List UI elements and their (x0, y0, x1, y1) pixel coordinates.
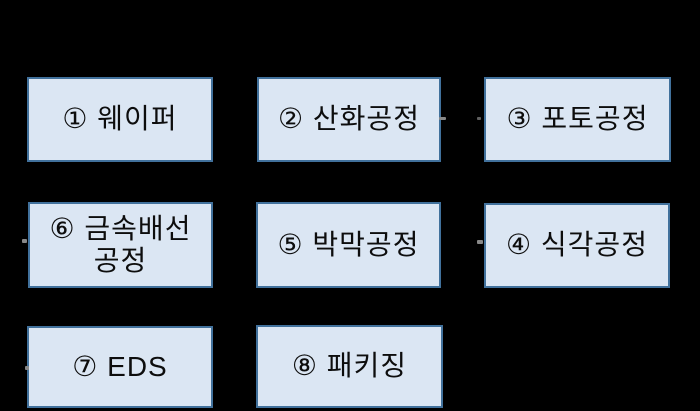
process-box-metal-wiring-label-line2: 공정 (93, 245, 148, 276)
process-box-etching-label: ④ 식각공정 (506, 229, 648, 261)
process-box-thin-film-label: ⑤ 박막공정 (277, 228, 420, 260)
process-box-wafer: ① 웨이퍼 (27, 77, 213, 162)
process-box-eds: ⑦ EDS (27, 326, 213, 408)
process-box-oxidation: ② 산화공정 (257, 77, 441, 162)
process-box-packaging-label: ⑧ 패키징 (291, 350, 408, 382)
process-box-eds-label: ⑦ EDS (72, 350, 168, 382)
connector-dash-metal-wiring-left (22, 239, 27, 243)
process-box-wafer-label: ① 웨이퍼 (62, 103, 178, 135)
process-box-photo: ③ 포토공정 (484, 77, 671, 162)
process-box-photo-label: ③ 포토공정 (506, 103, 649, 135)
process-box-oxidation-label: ② 산화공정 (278, 103, 420, 135)
connector-dash-etching-left (477, 240, 483, 244)
connector-dash-oxidation-to-photo-tail (439, 117, 446, 120)
process-box-etching: ④ 식각공정 (484, 203, 670, 288)
process-box-metal-wiring: ⑥ 금속배선 공정 (28, 202, 213, 288)
process-box-thin-film: ⑤ 박막공정 (256, 202, 441, 288)
process-box-packaging: ⑧ 패키징 (256, 325, 443, 408)
connector-dash-oxidation-to-photo-head (477, 117, 481, 120)
connector-dash-eds-left (25, 366, 29, 370)
process-box-metal-wiring-label-line1: ⑥ 금속배선 (49, 212, 192, 244)
